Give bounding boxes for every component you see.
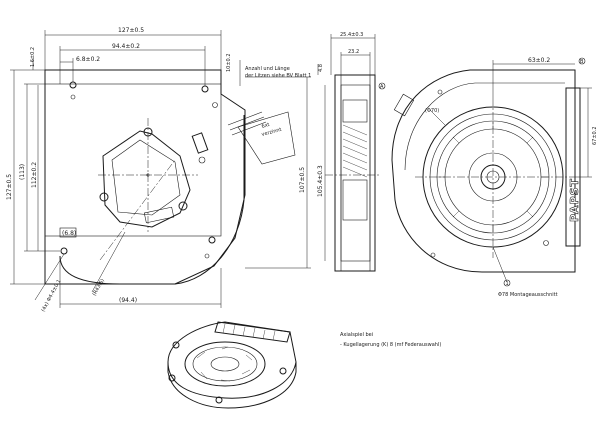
side-fan-block-1 bbox=[342, 99, 368, 123]
side-dim-small-label: 4.8 bbox=[318, 64, 324, 72]
dim-top-right-label: 10±0.2 bbox=[226, 53, 232, 72]
side-housing-outline bbox=[334, 74, 376, 272]
rear-hole-1 bbox=[437, 89, 443, 95]
motor-plate bbox=[102, 130, 191, 228]
dim-width-label: 127±0.5 bbox=[118, 27, 144, 34]
perspective-view bbox=[167, 321, 297, 409]
side-view-labels: 25.4±0.3 23.2 4.8 105.4±0.3 A bbox=[317, 32, 384, 197]
iso-hole-2 bbox=[168, 374, 176, 382]
dim-radius-label: (R43.5) bbox=[92, 278, 106, 297]
note-line-2: der Litzen siehe BV Blatt 1 bbox=[245, 73, 311, 79]
rear-dim-diameter-label: (Φ70) bbox=[425, 108, 439, 114]
iso-outlet bbox=[214, 321, 291, 343]
front-inner-frame bbox=[44, 83, 222, 237]
iso-hole-3 bbox=[215, 396, 223, 404]
marker-a-circle bbox=[378, 82, 386, 90]
dim-bottom-box-label: (6.8) bbox=[62, 230, 76, 237]
notes: Axialspiel bei - Kugellagerung (K) 8 (mf… bbox=[340, 332, 441, 348]
iso-housing-side bbox=[167, 362, 297, 409]
marker-a-label: A bbox=[380, 84, 384, 90]
papst-logo: PAPST bbox=[568, 178, 581, 222]
side-inner-body bbox=[340, 84, 371, 262]
cable-exit-housing bbox=[191, 132, 209, 154]
cable-grommet bbox=[198, 156, 206, 164]
mounting-hole-top-right bbox=[201, 85, 209, 93]
side-hatching bbox=[342, 124, 368, 178]
dim-bottom-width-label: (94.4) bbox=[119, 297, 137, 304]
dim-height-inner2-label: 112±0.2 bbox=[31, 162, 38, 188]
marker-b-label: B bbox=[580, 59, 584, 65]
dim-offset-left-label: 6.8±0.2 bbox=[76, 56, 100, 63]
rear-housing-outline bbox=[391, 69, 576, 273]
small-hole-1 bbox=[70, 94, 76, 100]
callout-1-text: Φ78 Montageausschnitt bbox=[498, 292, 558, 298]
iso-fan-outer bbox=[184, 341, 266, 387]
front-housing-outline bbox=[44, 69, 246, 285]
iso-hole-4 bbox=[279, 367, 287, 375]
plate-screw-2 bbox=[99, 192, 109, 202]
callout-1-number: 1 bbox=[506, 281, 509, 287]
front-volute-contour bbox=[59, 115, 245, 285]
mounting-hole-top-left bbox=[69, 81, 77, 89]
rear-view bbox=[391, 57, 592, 287]
note-axialspiel: Axialspiel bei bbox=[340, 332, 373, 338]
iso-fan-inner bbox=[192, 346, 258, 382]
dim-box-6-8 bbox=[59, 227, 77, 238]
rear-side-panel bbox=[565, 87, 581, 247]
dim-right-height-label: 107±0.5 bbox=[299, 167, 306, 193]
cable-sketch-box bbox=[237, 111, 296, 165]
rear-dim-right-label: 67±0.2 bbox=[592, 126, 598, 145]
cable-label-2: verzinnt bbox=[261, 127, 282, 138]
marker-b-circle bbox=[578, 57, 586, 65]
dim-top-small-label: 1.6±0.2 bbox=[30, 47, 36, 67]
side-dim-total-label: 25.4±0.3 bbox=[340, 32, 363, 38]
rear-dim-top-label: 63±0.2 bbox=[528, 57, 550, 64]
rear-inner-contour bbox=[404, 82, 565, 171]
dim-inner-width-label: 94.4±0.2 bbox=[112, 43, 140, 50]
dim-height-label: 127±0.5 bbox=[6, 174, 13, 200]
side-dim-height-label: 105.4±0.3 bbox=[317, 165, 324, 197]
side-fan-block-2 bbox=[342, 179, 368, 221]
iso-hub bbox=[210, 356, 240, 372]
side-view bbox=[317, 34, 386, 272]
mounting-hole-bottom-left bbox=[60, 247, 68, 255]
rear-view-labels: 63±0.2 B 67±0.2 (Φ70) 1 Φ78 Montageaussc… bbox=[425, 57, 598, 298]
cable-label-1: 6xt bbox=[261, 122, 270, 130]
iso-hole-1 bbox=[172, 341, 180, 349]
rear-hole-2 bbox=[543, 240, 549, 246]
callout-1-circle bbox=[503, 279, 511, 287]
dim-height-inner-label: (113) bbox=[19, 164, 26, 180]
note-kugellagerung: - Kugellagerung (K) 8 (mf Federauswahl) bbox=[340, 342, 441, 348]
motor-plate-inner bbox=[111, 139, 181, 216]
rear-cable-tab bbox=[393, 93, 415, 117]
iso-fan-blades bbox=[196, 346, 253, 382]
mounting-hole-bottom-right bbox=[208, 236, 216, 244]
plate-screw-3 bbox=[178, 201, 188, 211]
note-line-1: Anzahl und Länge bbox=[245, 66, 290, 72]
small-hole-3 bbox=[204, 253, 210, 259]
front-view bbox=[10, 30, 311, 308]
small-hole-2 bbox=[212, 102, 218, 108]
side-dim-inner-label: 23.2 bbox=[348, 49, 359, 55]
iso-outlet-grille bbox=[222, 323, 276, 341]
connector-block bbox=[143, 206, 175, 224]
rear-hole-3 bbox=[430, 252, 436, 258]
iso-housing-top bbox=[167, 321, 297, 399]
